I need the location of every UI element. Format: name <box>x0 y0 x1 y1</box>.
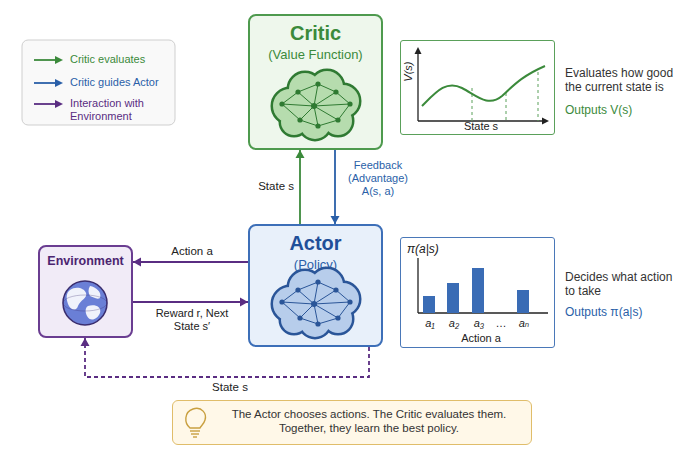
tick-label: a₂ <box>442 317 466 330</box>
tick-label: a₁ <box>418 317 442 330</box>
connector-arrow <box>331 150 340 224</box>
legend-frame <box>22 40 175 125</box>
node-title: Actor <box>250 231 381 255</box>
axis-label: π(a|s) <box>407 242 467 256</box>
policy-chart <box>418 258 548 313</box>
edge-label: State s <box>238 180 294 194</box>
legend-arrow <box>34 79 63 87</box>
actor-box: Actor (Policy) <box>248 224 383 347</box>
node-subtitle: (Policy) <box>250 257 381 273</box>
connector-arrow <box>81 338 370 377</box>
node-title: Critic <box>250 21 381 45</box>
axis-label: V(s) <box>402 55 415 89</box>
critic-box: Critic (Value Function) <box>248 14 383 150</box>
tick-label: a₃ <box>467 317 491 330</box>
axis-label: State s <box>441 120 521 133</box>
edge-label: State s <box>195 381 265 395</box>
note-box: The Actor chooses actions. The Critic ev… <box>172 400 532 445</box>
connector-arrow <box>133 258 248 267</box>
legend-arrow <box>34 56 63 64</box>
lightbulb-icon <box>186 408 206 437</box>
value-chart <box>415 47 550 125</box>
node-title: Environment <box>40 254 131 269</box>
value-chart-box: V(s) State s <box>400 40 555 135</box>
edge-label: Reward r, Next State s′ <box>155 307 229 333</box>
globe-icon <box>63 281 107 325</box>
legend-text: Critic evaluates <box>70 53 170 66</box>
tick-label: aₙ <box>512 317 536 330</box>
actor-brain <box>272 268 360 338</box>
tick-label: … <box>489 317 513 330</box>
output-text: Outputs π(a|s) <box>565 305 693 319</box>
note-text: The Actor chooses actions. The Critic ev… <box>213 408 525 436</box>
legend-text: Interaction with Environment <box>70 97 170 123</box>
connector-arrow <box>296 150 305 224</box>
connector-arrow <box>133 298 248 307</box>
description-text: Decides what action to take <box>565 270 683 299</box>
axis-label: Action a <box>441 332 521 345</box>
environment-box: Environment <box>38 245 133 338</box>
edge-label: Feedback (Advantage) A(s, a) <box>341 159 415 199</box>
critic-brain <box>272 70 360 140</box>
policy-chart-box: π(a|s) a₁a₂a₃…aₙAction a <box>400 237 555 348</box>
description-text: Evaluates how good the current state is <box>565 66 693 95</box>
node-subtitle: (Value Function) <box>250 47 381 63</box>
legend-arrow <box>34 100 63 108</box>
edge-label: Action a <box>155 245 229 259</box>
legend-text: Critic guides Actor <box>70 76 170 89</box>
output-text: Outputs V(s) <box>565 103 693 117</box>
